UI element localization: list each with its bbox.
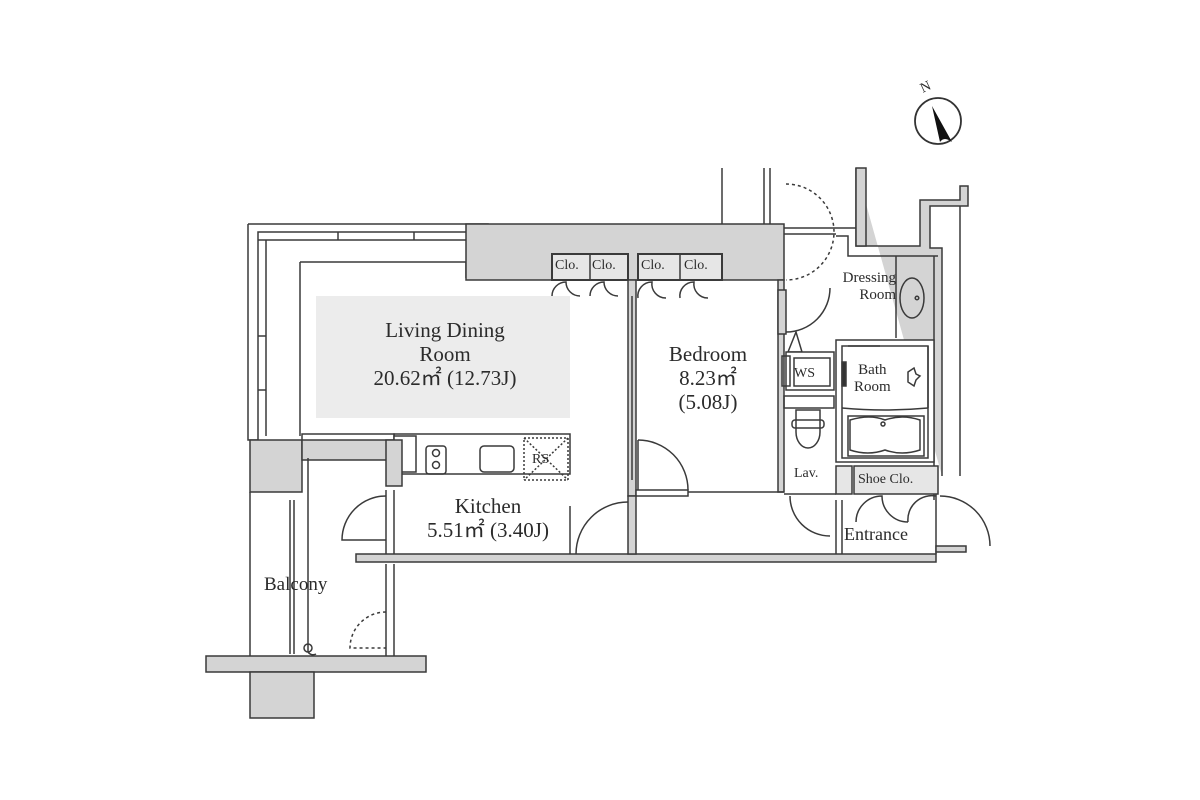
rs-label: RS	[532, 452, 550, 467]
dressing-room-label: Dressing Room	[842, 270, 896, 304]
closet-label-2: Clo.	[592, 258, 616, 273]
ws-label: WS	[794, 366, 815, 381]
living-highlight	[316, 296, 570, 418]
closet-label-4: Clo.	[684, 258, 708, 273]
lav-label: Lav.	[794, 466, 819, 481]
bath-room-label: Bath Room	[854, 362, 891, 396]
closet-label-1: Clo.	[555, 258, 579, 273]
living-room-name: Living Dining Room 20.62㎡ (12.73J)	[373, 318, 517, 391]
kitchen-label: Kitchen 5.51㎡ (3.40J)	[427, 494, 549, 543]
compass-icon	[914, 97, 962, 145]
balcony-label: Balcony	[264, 574, 328, 595]
bedroom-label: Bedroom 8.23㎡ (5.08J)	[668, 342, 748, 415]
shoe-closet-label: Shoe Clo.	[858, 472, 914, 487]
closet-label-3: Clo.	[641, 258, 665, 273]
entrance-label: Entrance	[844, 524, 908, 544]
